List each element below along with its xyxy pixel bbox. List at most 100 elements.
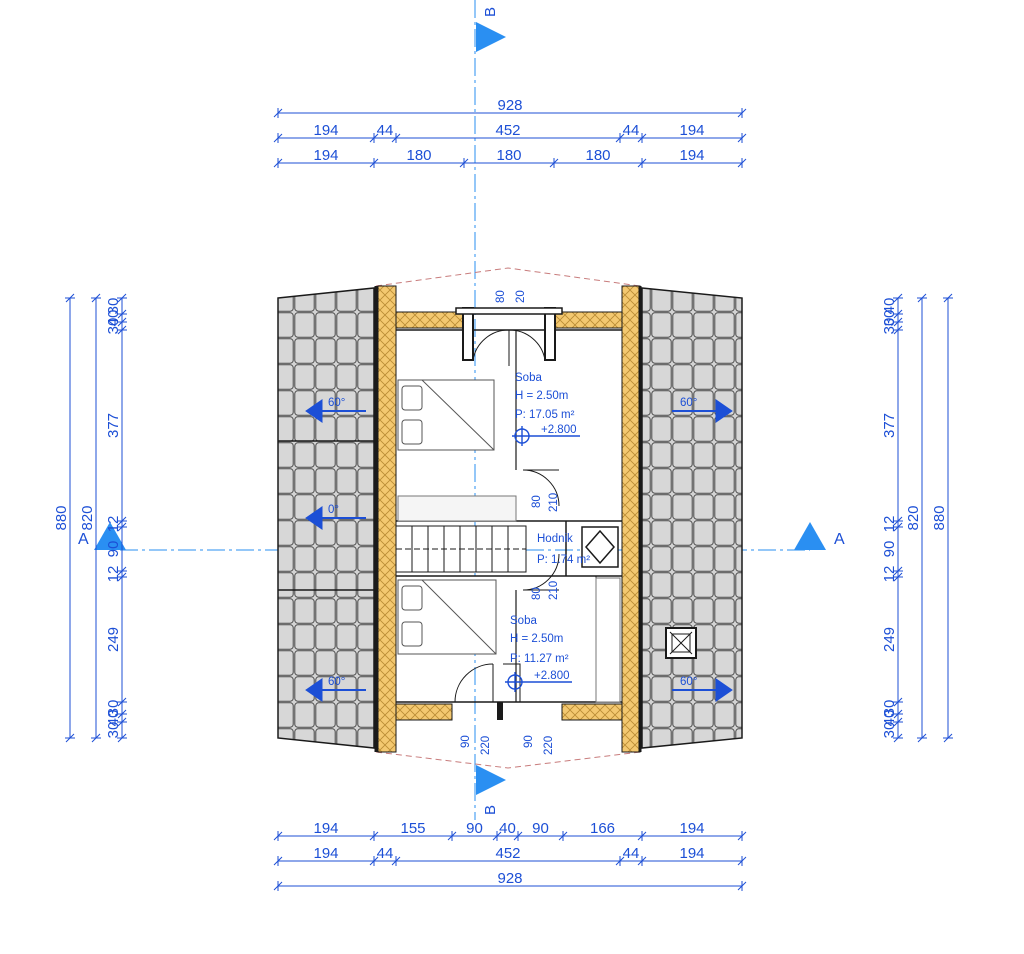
dim-bottom-r1-tick-1 [369,831,379,841]
dim-bottom-r1-label-4: 90 [532,820,549,837]
bottom-door-dim-4: 220 [543,736,555,755]
room-level-bedroom-1: +2.800 [541,424,577,436]
dim-bottom-r1-label-6: 194 [679,820,704,837]
dim-left-inner-label-5: 90 [105,541,122,558]
dim-right-inner-label-6: 12 [881,566,898,583]
level-marker-bottom [505,672,572,692]
dim-right-inner-label-8: 30 [881,700,898,717]
room-name-bedroom-1: Soba [515,372,542,384]
door-top-dim-height: 210 [548,493,560,512]
dim-bottom-r1-tick-4 [513,831,523,841]
dim-bottom-r1-tick-5 [558,831,568,841]
dim-bottom-r2-label-0: 194 [313,845,338,862]
dim-top-r2-label-0: 194 [313,122,338,139]
staircase [395,525,527,573]
dim-left-inner-tick-10 [117,717,127,727]
dim-top-r2-tick-5 [737,133,747,143]
dim-left-inner-label-10: 30 [105,722,122,739]
dim-left-mid-label-0: 820 [79,505,96,530]
dim-left-inner-tick-8 [117,697,127,707]
dim-right-inner-tick-3 [893,325,903,335]
room-name-bedroom-2: Soba [510,615,537,627]
dim-top-r3-tick-4 [637,158,647,168]
room-area-bedroom-2: P: 11.27 m² [510,653,569,665]
dim-bottom-r2-tick-3 [615,856,625,866]
dim-left-inner-tick-2 [117,317,127,327]
dim-left-inner-tick-11 [117,733,127,743]
dim-bottom-r1-tick-7 [737,831,747,841]
dim-left-inner-tick-1 [117,309,127,319]
dim-right-inner-tick-8 [893,697,903,707]
dimension-lines [65,108,953,891]
dim-left-inner-label-6: 12 [105,566,122,583]
dim-top-r2-label-4: 194 [679,122,704,139]
dim-left-inner-tick-6 [117,566,127,576]
dim-right-inner-tick-11 [893,733,903,743]
dim-right-inner-label-3: 377 [881,413,898,438]
dim-right-inner-label-9: 40 [881,710,898,727]
dim-right-mid-label-0: 820 [905,505,922,530]
slope-label-left-mid: 0° [328,504,339,516]
dim-right-inner-tick-1 [893,309,903,319]
bottom-door-dim-3: 90 [523,735,535,748]
dim-left-mid-tick-0 [91,293,101,303]
room-name-hallway: Hodnik [537,533,573,545]
slope-label-left-top: 60° [328,397,345,409]
dim-bottom-r2-tick-4 [637,856,647,866]
dim-bottom-r2-tick-5 [737,856,747,866]
section-label-b-bottom: B [482,805,499,815]
dim-right-outer-label-0: 880 [931,505,948,530]
roof-outline-top [375,267,641,287]
dim-bottom-total-label-0: 928 [497,870,522,887]
door-swings [454,329,560,703]
dim-bottom-r1-tick-6 [637,831,647,841]
dim-left-outer-tick-1 [65,733,75,743]
dim-right-outer-tick-0 [943,293,953,303]
dim-top-r2-label-2: 452 [495,122,520,139]
dim-left-inner-tick-0 [117,293,127,303]
room-height-bedroom-2: H = 2.50m [510,633,563,645]
dim-bottom-r2-tick-1 [369,856,379,866]
roof-outline-bottom [375,751,641,769]
desk-top [397,495,517,522]
dim-right-inner-label-4: 12 [881,516,898,533]
dim-bottom-r2-tick-0 [273,856,283,866]
dim-right-inner-label-0: 40 [881,298,898,315]
dim-left-inner-label-1: 40 [105,310,122,327]
dim-left-inner-tick-3 [117,325,127,335]
section-label-b-top: B [482,7,499,17]
door-bottom-dim-height: 210 [548,581,560,600]
dim-top-r3-tick-3 [549,158,559,168]
dim-right-mid-tick-0 [917,293,927,303]
room-area-hallway: P: 1.74 m² [537,554,590,566]
dim-right-inner-tick-4 [893,516,903,526]
slope-arrows [305,399,733,702]
dim-bottom-total-tick-0 [273,881,283,891]
slope-label-right-top: 60° [680,397,697,409]
dim-bottom-r2-label-3: 44 [623,845,640,862]
hodnik-vent [581,526,619,568]
dim-left-inner-tick-7 [117,572,127,582]
dim-right-inner-label-7: 249 [881,627,898,652]
dim-left-inner-label-9: 40 [105,710,122,727]
dim-top-r3-label-1: 180 [406,147,431,164]
dim-left-outer-tick-0 [65,293,75,303]
dim-left-inner-label-8: 30 [105,700,122,717]
dim-left-inner-label-2: 30 [105,318,122,335]
dim-top-r3-label-4: 194 [679,147,704,164]
dim-bottom-r1-tick-2 [447,831,457,841]
dim-left-inner-tick-5 [117,522,127,532]
dim-right-inner-tick-2 [893,317,903,327]
dim-right-outer-tick-1 [943,733,953,743]
dim-bottom-r1-label-5: 166 [590,820,615,837]
dim-left-inner-tick-9 [117,709,127,719]
level-marker-top [512,426,580,446]
dim-bottom-r1-label-2: 90 [466,820,483,837]
slope-label-right-bottom: 60° [680,676,697,688]
section-markers [94,22,826,795]
dim-bottom-r2-label-1: 44 [377,845,394,862]
dim-right-inner-tick-9 [893,709,903,719]
window-dim-width: 80 [495,290,507,303]
